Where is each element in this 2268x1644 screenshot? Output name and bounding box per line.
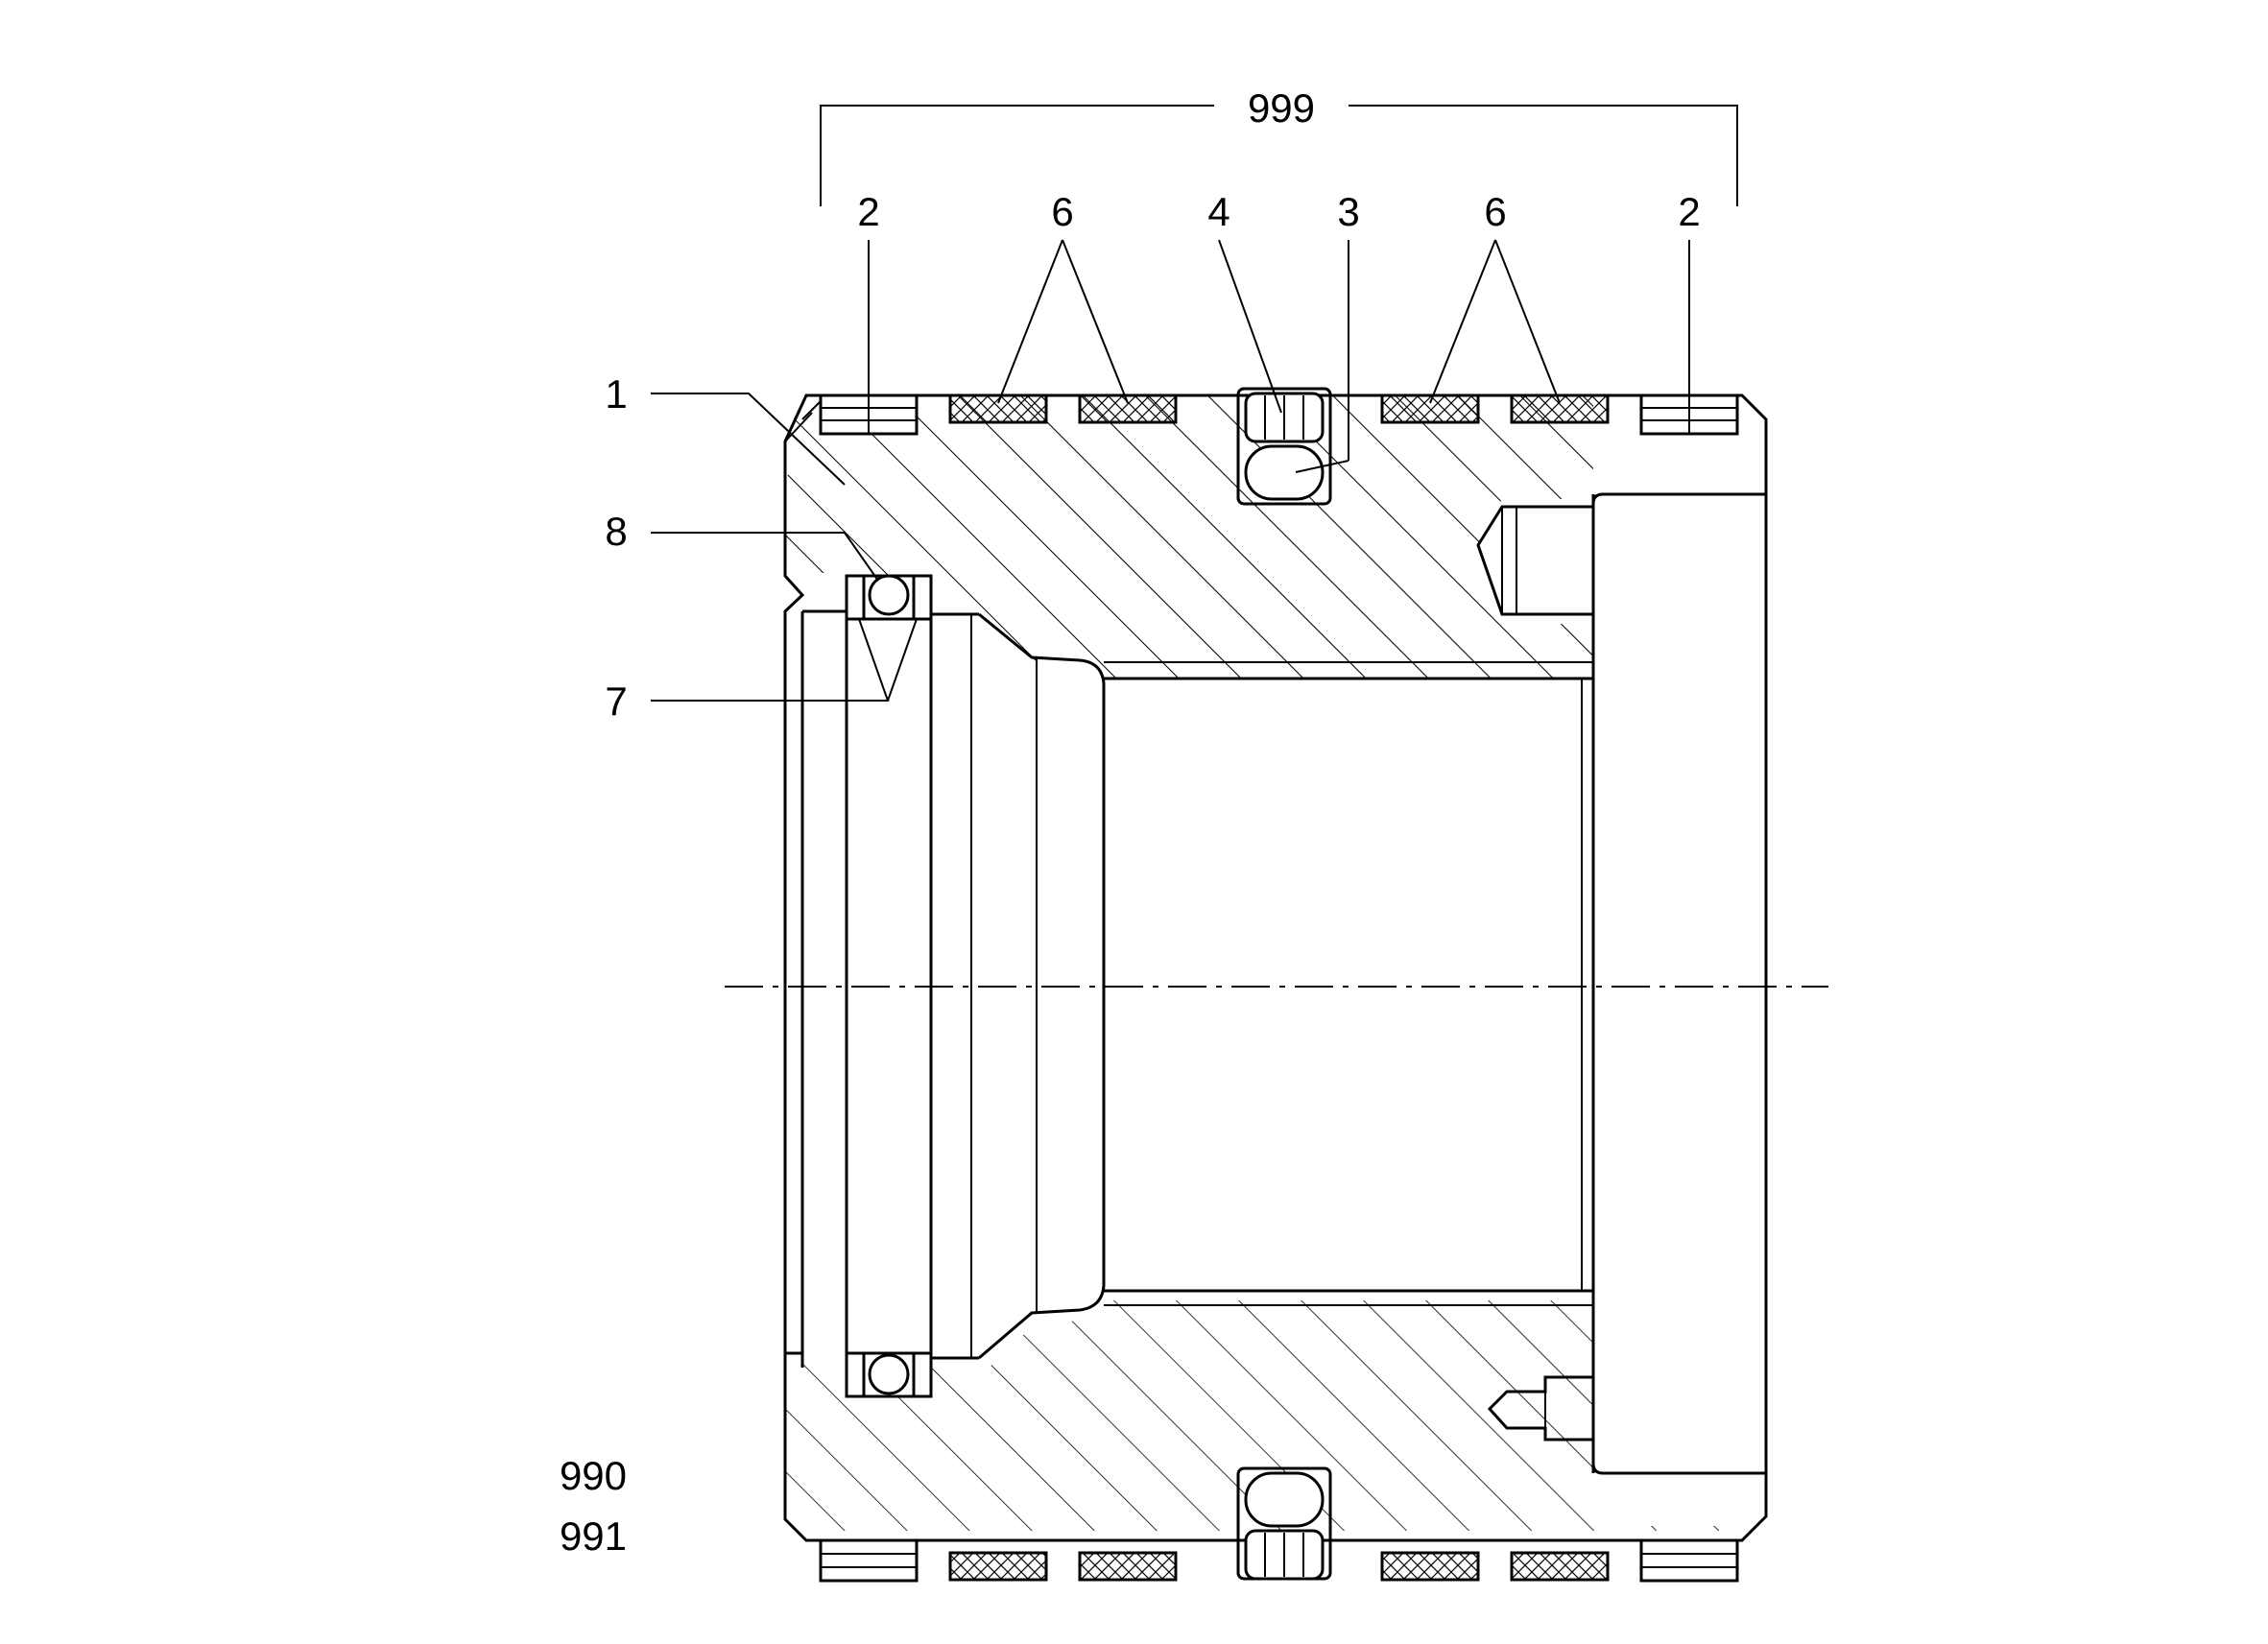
label-4: 4 <box>1207 189 1229 234</box>
seal-rings-bottom <box>819 1466 1739 1583</box>
wiper-ring <box>1510 393 1610 424</box>
seal-rings-top <box>819 387 1739 506</box>
label-2-left: 2 <box>857 189 879 234</box>
wiper-ring <box>1380 393 1480 424</box>
housing-outline <box>783 393 1768 1542</box>
label-8: 8 <box>605 509 627 554</box>
label-7: 7 <box>605 679 627 724</box>
label-990: 990 <box>560 1453 627 1498</box>
label-991: 991 <box>560 1513 627 1559</box>
assembly-label: 999 <box>1248 85 1315 131</box>
wiper-ring <box>1078 393 1178 424</box>
left-leaders <box>651 393 918 702</box>
housing-body-upper <box>785 395 1593 679</box>
label-1: 1 <box>605 371 627 417</box>
label-3: 3 <box>1337 189 1359 234</box>
top-leaders <box>868 239 1690 473</box>
label-6-right: 6 <box>1484 189 1506 234</box>
assembly-bracket <box>820 105 1738 206</box>
rod-seal-7-8 <box>845 574 933 1398</box>
housing-body-lower <box>785 1300 1761 1531</box>
o-ring-3 <box>1244 444 1325 501</box>
wiper-ring <box>948 393 1048 424</box>
label-2-right: 2 <box>1678 189 1700 234</box>
label-6-left: 6 <box>1051 189 1073 234</box>
